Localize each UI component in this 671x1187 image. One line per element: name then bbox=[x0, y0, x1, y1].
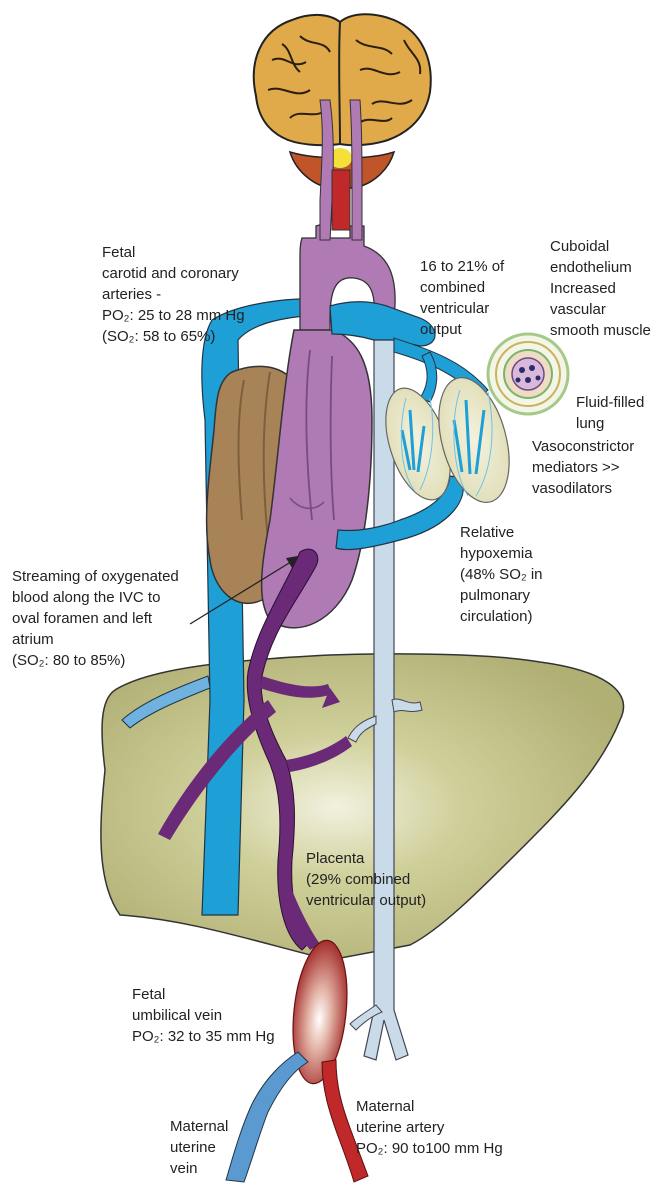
label-cuboidal-line: Increased bbox=[550, 278, 651, 299]
label-vasoconstrictor-line: mediators >> bbox=[532, 457, 634, 478]
maternal-uterine-vein bbox=[226, 1052, 308, 1182]
label-streaming-line: (SO₂: 80 to 85%) bbox=[12, 650, 179, 671]
label-cuboidal: Cuboidal endothelium Increased vascular … bbox=[550, 236, 651, 341]
label-hypoxemia-line: circulation) bbox=[460, 606, 543, 627]
label-uterine-vein-line: uterine bbox=[170, 1137, 228, 1158]
label-vasoconstrictor-line: Vasoconstrictor bbox=[532, 436, 634, 457]
label-ventricular-output-line: combined bbox=[420, 277, 504, 298]
label-ventricular-output: 16 to 21% of combined ventricular output bbox=[420, 256, 504, 340]
label-cuboidal-line: Cuboidal bbox=[550, 236, 651, 257]
label-carotid-line: arteries - bbox=[102, 284, 245, 305]
label-placenta-line: ventricular output) bbox=[306, 890, 426, 911]
label-streaming: Streaming of oxygenated blood along the … bbox=[12, 566, 179, 671]
label-carotid: Fetal carotid and coronary arteries - PO… bbox=[102, 242, 245, 347]
label-uterine-vein-line: Maternal bbox=[170, 1116, 228, 1137]
label-vasoconstrictor-line: vasodilators bbox=[532, 478, 634, 499]
label-umbilical-vein-line: Fetal bbox=[132, 984, 275, 1005]
label-streaming-line: Streaming of oxygenated bbox=[12, 566, 179, 587]
label-carotid-line: carotid and coronary bbox=[102, 263, 245, 284]
label-streaming-line: oval foramen and left bbox=[12, 608, 179, 629]
label-carotid-line: (SO₂: 58 to 65%) bbox=[102, 326, 245, 347]
label-lung: Fluid-filled lung bbox=[576, 392, 644, 434]
label-hypoxemia-line: (48% SO₂ in bbox=[460, 564, 543, 585]
label-placenta: Placenta (29% combined ventricular outpu… bbox=[306, 848, 426, 911]
label-umbilical-vein-line: PO₂: 32 to 35 mm Hg bbox=[132, 1026, 275, 1047]
label-ventricular-output-line: ventricular bbox=[420, 298, 504, 319]
label-uterine-artery-line: uterine artery bbox=[356, 1117, 503, 1138]
label-streaming-line: blood along the IVC to bbox=[12, 587, 179, 608]
label-uterine-artery: Maternal uterine artery PO₂: 90 to100 mm… bbox=[356, 1096, 503, 1159]
label-uterine-vein-line: vein bbox=[170, 1158, 228, 1179]
vessel-cross-section bbox=[488, 334, 568, 414]
label-cuboidal-line: smooth muscle bbox=[550, 320, 651, 341]
label-placenta-line: (29% combined bbox=[306, 869, 426, 890]
label-lung-line: lung bbox=[576, 413, 644, 434]
label-uterine-vein: Maternal uterine vein bbox=[170, 1116, 228, 1179]
jugular bbox=[332, 170, 350, 230]
label-vasoconstrictor: Vasoconstrictor mediators >> vasodilator… bbox=[532, 436, 634, 499]
label-ventricular-output-line: 16 to 21% of bbox=[420, 256, 504, 277]
label-umbilical-vein-line: umbilical vein bbox=[132, 1005, 275, 1026]
label-umbilical-vein: Fetal umbilical vein PO₂: 32 to 35 mm Hg bbox=[132, 984, 275, 1047]
label-cuboidal-line: vascular bbox=[550, 299, 651, 320]
label-hypoxemia-line: Relative bbox=[460, 522, 543, 543]
label-cuboidal-line: endothelium bbox=[550, 257, 651, 278]
label-streaming-line: atrium bbox=[12, 629, 179, 650]
brain bbox=[254, 14, 431, 188]
label-lung-line: Fluid-filled bbox=[576, 392, 644, 413]
label-hypoxemia-line: pulmonary bbox=[460, 585, 543, 606]
label-hypoxemia: Relative hypoxemia (48% SO₂ in pulmonary… bbox=[460, 522, 543, 627]
label-carotid-line: PO₂: 25 to 28 mm Hg bbox=[102, 305, 245, 326]
label-uterine-artery-line: Maternal bbox=[356, 1096, 503, 1117]
label-carotid-line: Fetal bbox=[102, 242, 245, 263]
label-ventricular-output-line: output bbox=[420, 319, 504, 340]
label-uterine-artery-line: PO₂: 90 to100 mm Hg bbox=[356, 1138, 503, 1159]
label-hypoxemia-line: hypoxemia bbox=[460, 543, 543, 564]
label-placenta-line: Placenta bbox=[306, 848, 426, 869]
